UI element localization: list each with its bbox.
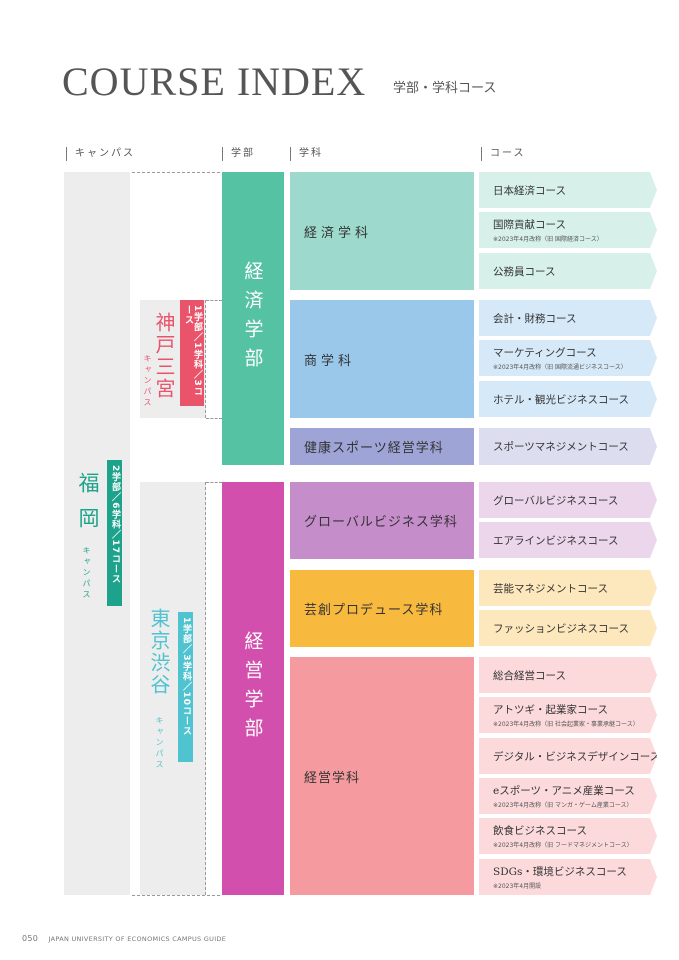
department-economics: 経済学科	[290, 172, 474, 290]
connector-line	[206, 300, 222, 301]
fukuoka-campus-badge: 2学部／6学科／17コース	[107, 460, 122, 606]
tokyo-campus-name: 東京渋谷	[147, 608, 171, 696]
kobe-campus-kana: キャンパス	[143, 354, 152, 409]
page-title: COURSE INDEX	[62, 59, 367, 104]
course-item: マーケティングコース※2023年4月改称（旧 国際流通ビジネスコース）	[479, 340, 657, 376]
kobe-campus-badge: 1学部／1学科／3コース	[180, 300, 204, 406]
page-subtitle: 学部・学科コース	[393, 81, 497, 96]
tokyo-campus-kana: キャンパス	[155, 716, 164, 771]
faculty-economics-label: 経済学部	[241, 260, 264, 377]
course-item: 会計・財務コース	[479, 300, 657, 336]
course-item: 飲食ビジネスコース※2023年4月改称（旧 フードマネジメントコース）	[479, 818, 657, 854]
department-management: 経営学科	[290, 657, 474, 895]
kobe-campus-name: 神戸三宮	[152, 312, 176, 400]
page-number: 050	[22, 934, 39, 943]
connector-line	[132, 895, 220, 896]
course-item: ファッションビジネスコース	[479, 610, 657, 646]
course-item: グローバルビジネスコース	[479, 482, 657, 518]
course-item: デジタル・ビジネスデザインコース	[479, 738, 657, 774]
connector-line	[206, 482, 222, 483]
connector-line	[206, 418, 222, 419]
column-header-campus: キャンパス	[66, 147, 135, 161]
department-produce: 芸創プロデュース学科	[290, 570, 474, 647]
column-header-department: 学科	[290, 147, 323, 161]
tokyo-campus-badge: 1学部／3学科／10コース	[178, 612, 193, 762]
course-item: 国際貢献コース※2023年4月改称（旧 国際経済コース）	[479, 212, 657, 248]
column-header-faculty: 学部	[222, 147, 255, 161]
course-item: 芸能マネジメントコース	[479, 570, 657, 606]
course-item: SDGs・環境ビジネスコース※2023年4月開設	[479, 859, 657, 895]
faculty-management-label: 経営学部	[241, 630, 264, 747]
department-sports: 健康スポーツ経営学科	[290, 428, 474, 465]
fukuoka-campus-kana: キャンパス	[82, 546, 91, 601]
course-item: eスポーツ・アニメ産業コース※2023年4月改称（旧 マンガ・ゲーム産業コース）	[479, 778, 657, 814]
course-item: 総合経営コース	[479, 657, 657, 693]
course-item: エアラインビジネスコース	[479, 522, 657, 558]
tokyo-campus-panel	[140, 482, 206, 895]
course-item: ホテル・観光ビジネスコース	[479, 381, 657, 417]
faculty-management: 経営学部	[222, 482, 284, 895]
faculty-economics: 経済学部	[222, 172, 284, 465]
department-commerce: 商学科	[290, 300, 474, 418]
course-item: スポーツマネジメントコース	[479, 428, 657, 465]
column-header-course: コース	[481, 147, 526, 161]
fukuoka-campus-name: 福岡	[76, 472, 100, 542]
page-footer: 050 JAPAN UNIVERSITY OF ECONOMICS CAMPUS…	[22, 934, 226, 943]
course-item: 日本経済コース	[479, 172, 657, 208]
course-item: 公務員コース	[479, 253, 657, 289]
connector-line	[205, 482, 206, 895]
department-global: グローバルビジネス学科	[290, 482, 474, 559]
connector-line	[205, 300, 206, 418]
course-item: アトツギ・起業家コース※2023年4月改称（旧 社会起業家・事業承継コース）	[479, 697, 657, 733]
connector-line	[132, 172, 220, 173]
footer-text: JAPAN UNIVERSITY OF ECONOMICS CAMPUS GUI…	[48, 935, 227, 943]
